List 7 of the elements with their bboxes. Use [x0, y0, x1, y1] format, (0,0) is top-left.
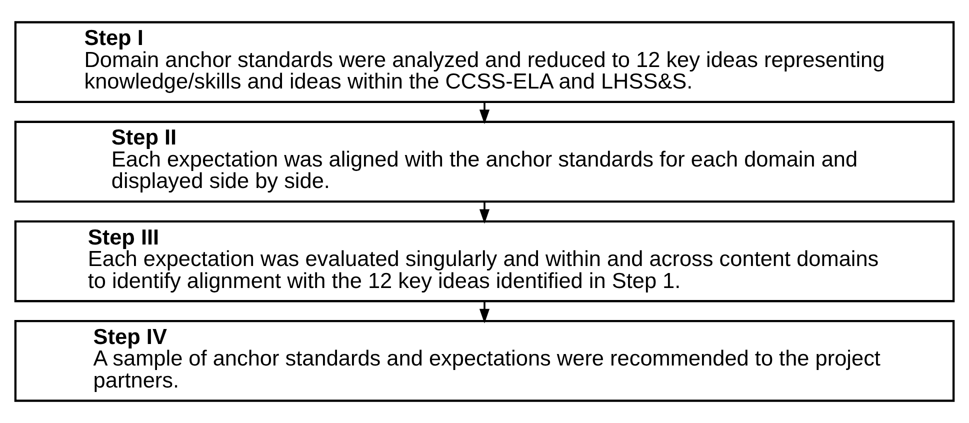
node-box: Step IV A sample of anchor standards and expectations were recommended to the project partners.	[14, 320, 955, 402]
node-box: Step I Domain anchor standards were analyzed and reduced to 12 key ideas representing knowledge/skills and ideas within the CCSS-ELA and LHSS&S.	[14, 21, 955, 104]
node-box: Step II Each expectation was aligned with the anchor standards for each domain and displayed side by side.	[14, 120, 955, 203]
arrow	[479, 302, 490, 324]
arrow	[479, 202, 490, 224]
node-box: Step III Each expectation was evaluated singularly and within and across content domains to identify alignment with the 12 key ideas identified in Step 1.	[14, 220, 955, 302]
arrow	[479, 102, 490, 124]
